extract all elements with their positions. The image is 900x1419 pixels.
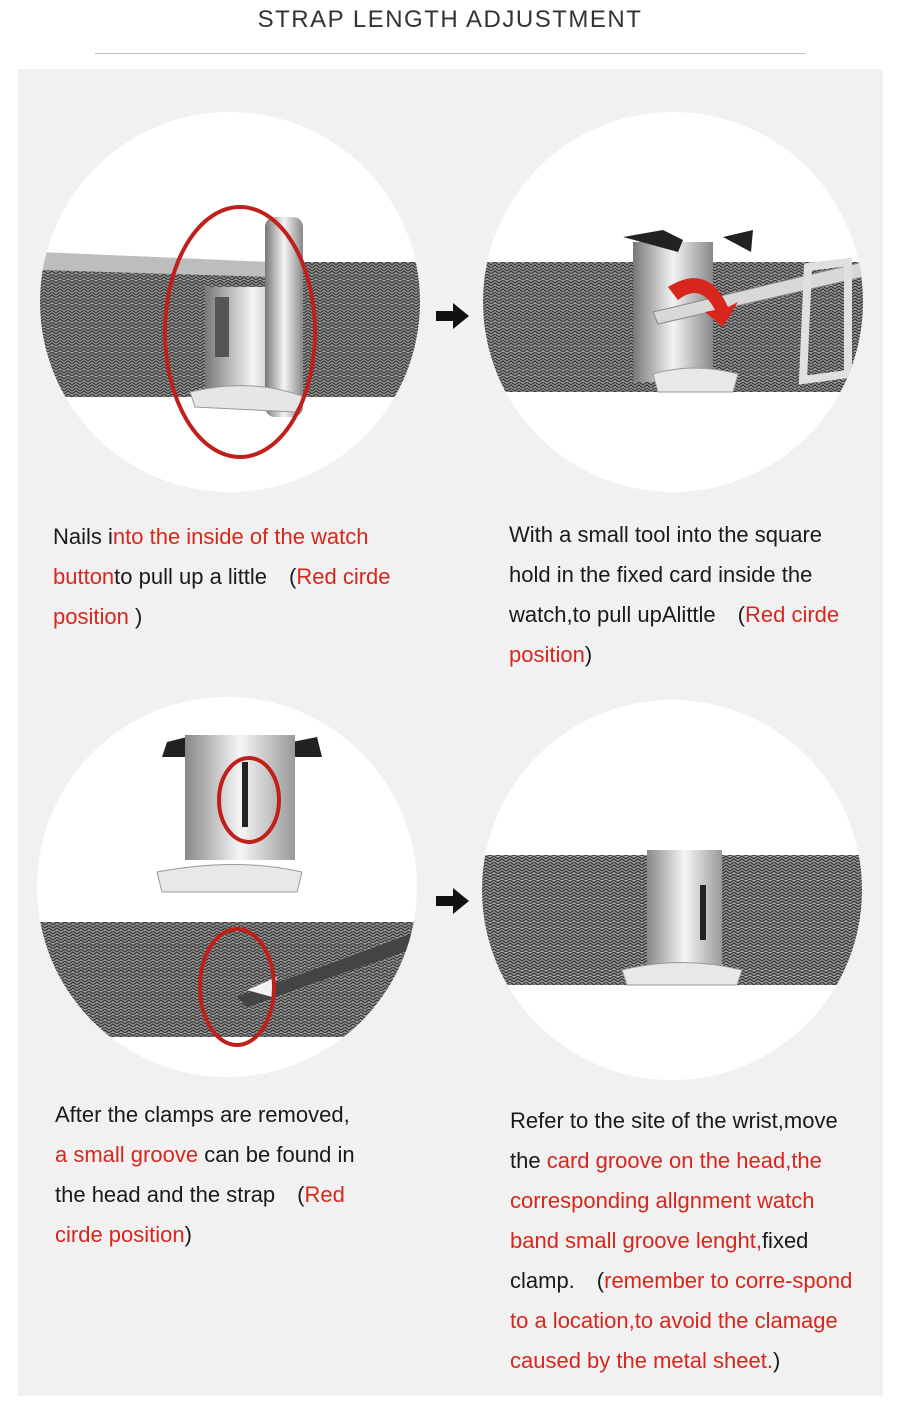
caption-highlight: cirde position [55,1222,185,1247]
caption-highlight: remember to corre-spond [604,1268,853,1293]
caption-highlight: a small groove [55,1142,199,1167]
caption-highlight: corresponding allgnment watch [510,1188,815,1213]
caption-line: the card groove on the head,the [510,1141,852,1181]
title-divider [95,53,805,54]
caption-highlight: position [53,604,129,629]
step-1-image [40,112,420,492]
caption-line: caused by the metal sheet.) [510,1341,852,1381]
caption-text: With a small tool into the square [509,522,823,547]
arrow-right-icon [436,303,469,329]
step-3-image [37,697,417,1077]
caption-highlight: caused by the metal sheet. [510,1348,773,1373]
caption-text: can be found in [198,1142,355,1167]
caption-text: After the clamps are removed, [55,1102,350,1127]
caption-line: corresponding allgnment watch [510,1181,852,1221]
caption-text: Nails i [53,524,113,549]
caption-highlight: to a location,to avoid the clamage [510,1308,838,1333]
caption-text: clamp. ( [510,1268,605,1293]
caption-line: Nails into the inside of the watch [53,517,391,557]
caption-highlight: button [53,564,115,589]
caption-line: With a small tool into the square [509,515,839,555]
caption-highlight: position [509,642,585,667]
caption-text: the head and the strap ( [55,1182,305,1207]
caption-line: buttonto pull up a little (Red cirde [53,557,391,597]
caption-highlight: band small groove lenght, [510,1228,762,1253]
step-2-image [483,112,863,492]
caption-line: cirde position) [55,1215,355,1255]
caption-line: Refer to the site of the wrist,move [510,1101,852,1141]
caption-line: clamp. (remember to corre-spond [510,1261,852,1301]
step-3-caption: After the clamps are removed, a small gr… [55,1095,355,1255]
page-title: STRAP LENGTH ADJUSTMENT [257,6,643,33]
caption-line: to a location,to avoid the clamage [510,1301,852,1341]
caption-text: Refer to the site of the wrist,move [510,1108,838,1133]
caption-text: ) [772,1348,781,1373]
caption-line: position) [509,635,839,675]
caption-line: band small groove lenght,fixed [510,1221,852,1261]
caption-text: ) [584,642,593,667]
caption-line: After the clamps are removed, [55,1095,355,1135]
caption-highlight: nto the inside of the watch [112,524,369,549]
caption-text: ) [128,604,143,629]
caption-text: the [510,1148,547,1173]
caption-line: watch,to pull upAlittle (Red cirde [509,595,839,635]
caption-highlight: Red [304,1182,345,1207]
step-4-image [482,700,862,1080]
caption-highlight: Red cirde [745,602,840,627]
arrow-right-icon [436,888,469,914]
caption-line: the head and the strap (Red [55,1175,355,1215]
caption-text: ) [184,1222,192,1247]
caption-text: to pull up a little ( [114,564,297,589]
caption-text: hold in the fixed card inside the [509,562,813,587]
caption-text: watch,to pull upAlittle ( [509,602,745,627]
step-4-caption: Refer to the site of the wrist,move the … [510,1101,852,1381]
caption-highlight: Red cirde [296,564,391,589]
caption-line: a small groove can be found in [55,1135,355,1175]
caption-line: hold in the fixed card inside the [509,555,839,595]
caption-line: position ) [53,597,391,637]
caption-highlight: card groove on the head,the [546,1148,822,1173]
step-1-caption: Nails into the inside of the watch butto… [53,517,391,637]
caption-text: fixed [761,1228,809,1253]
step-2-caption: With a small tool into the square hold i… [509,515,839,675]
